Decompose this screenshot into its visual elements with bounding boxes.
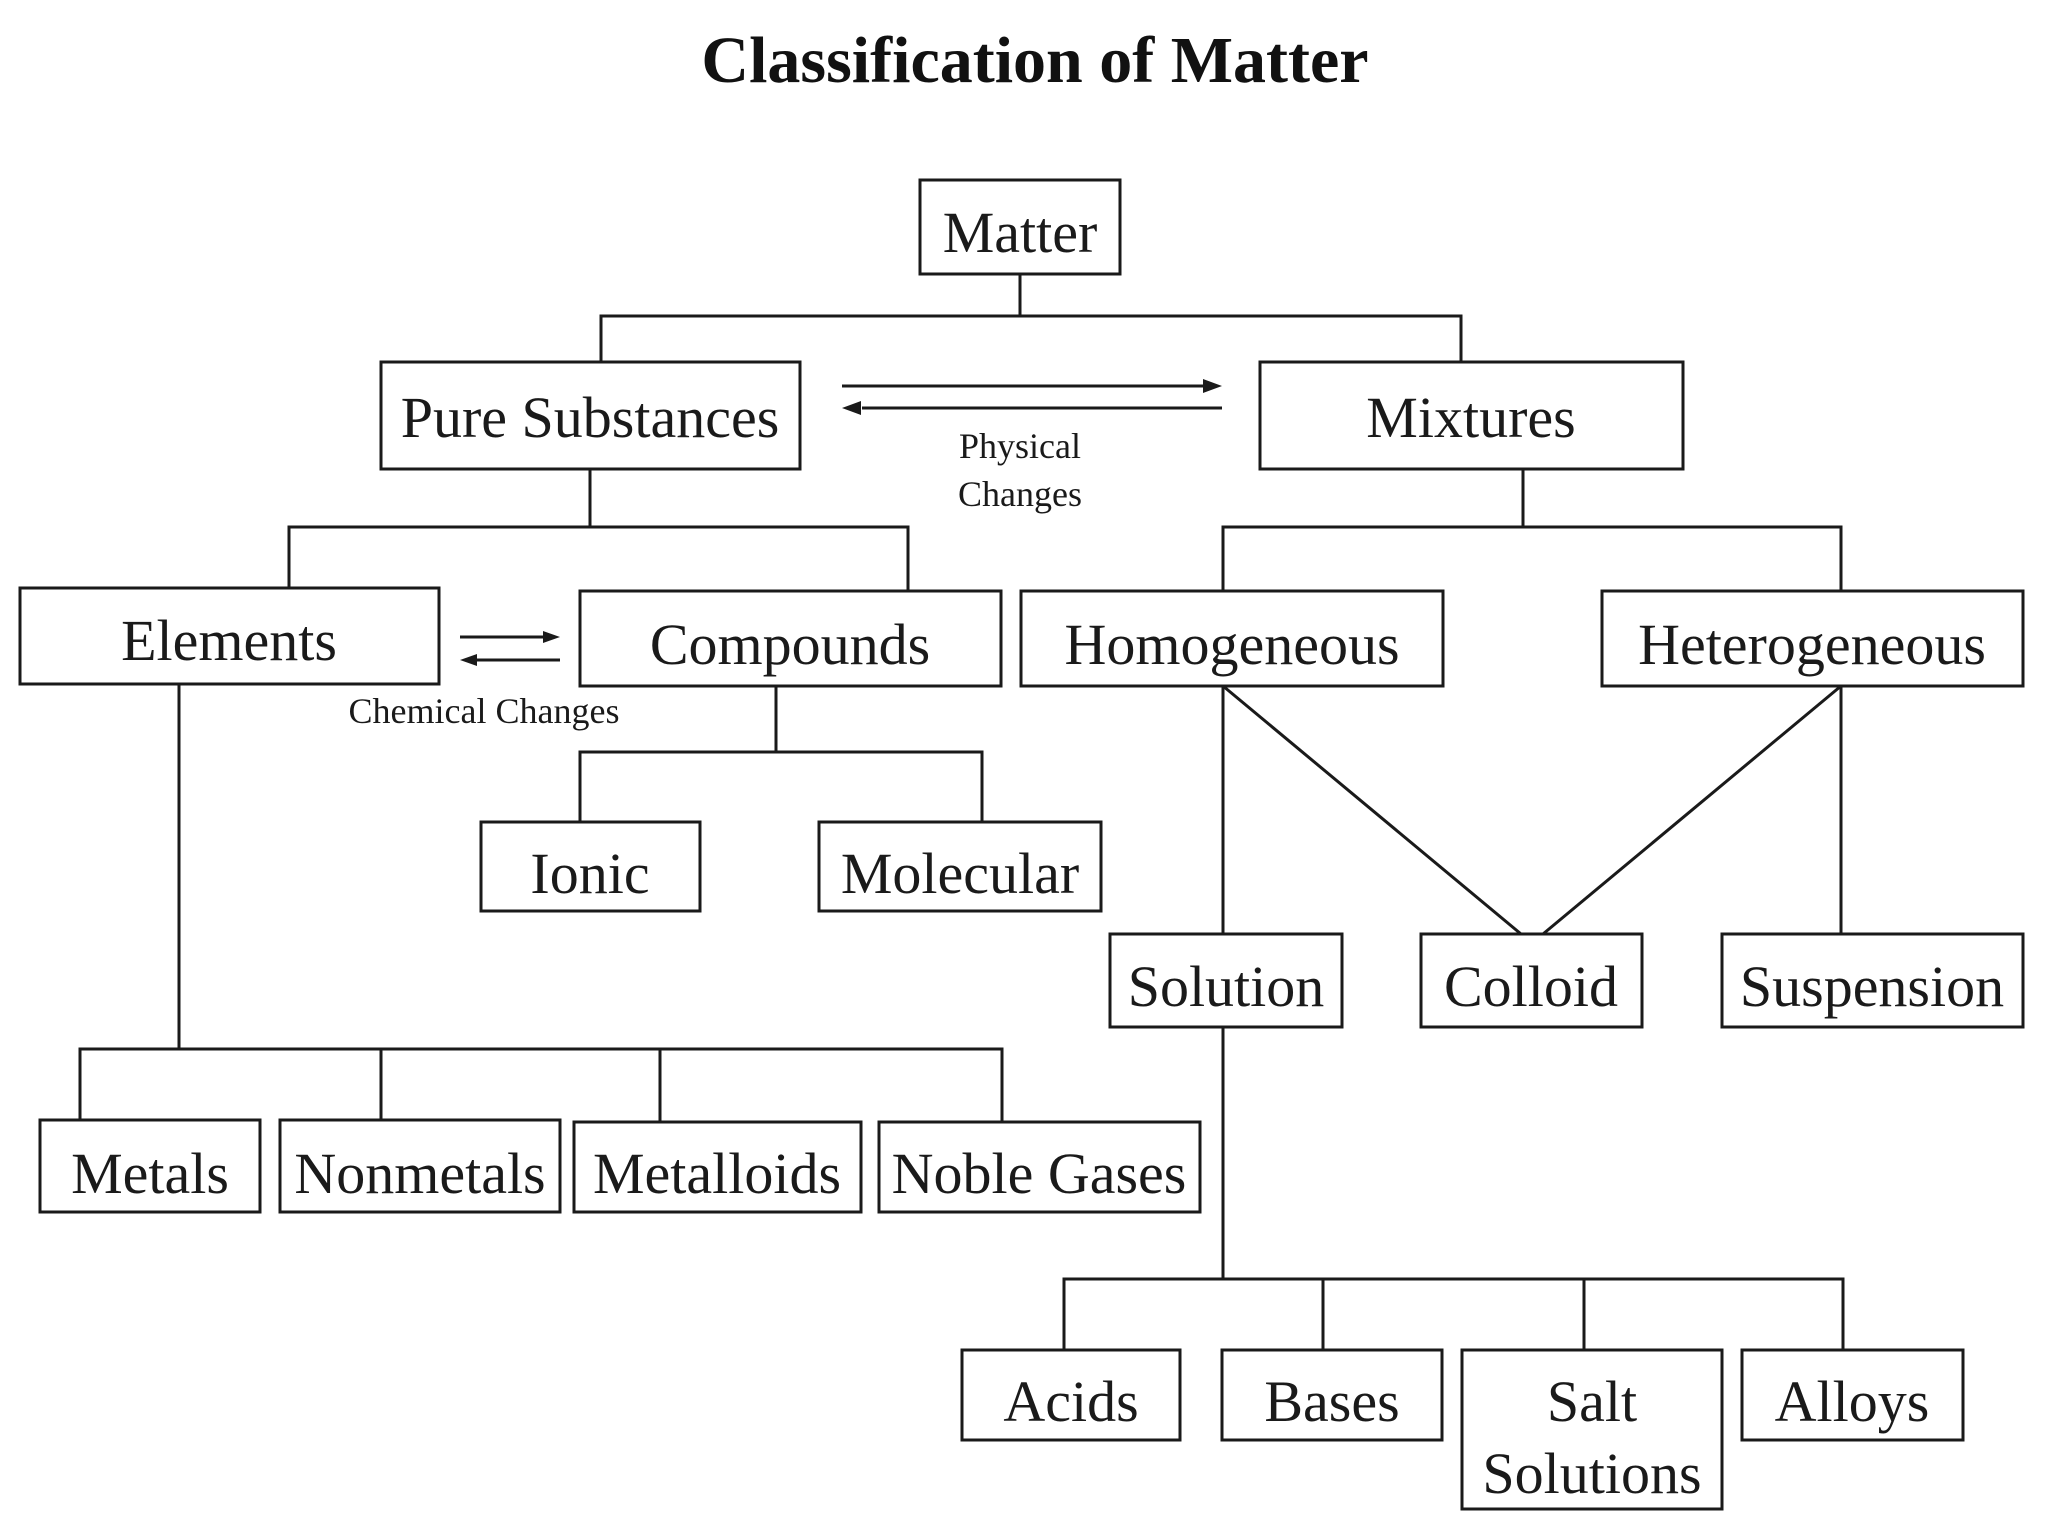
svg-text:Mixtures: Mixtures (1366, 385, 1575, 450)
svg-text:Solutions: Solutions (1482, 1441, 1701, 1506)
node-molecular: Molecular (817, 820, 1103, 913)
svg-text:Matter: Matter (943, 200, 1098, 265)
svg-text:Heterogeneous: Heterogeneous (1638, 612, 1986, 677)
node-matter: Matter (918, 178, 1122, 276)
node-elements: Elements (18, 586, 441, 686)
connector-lines (78, 274, 1845, 1350)
node-ionic: Ionic (479, 820, 702, 913)
physical-changes-arrows (842, 379, 1222, 415)
svg-text:Acids: Acids (1003, 1369, 1138, 1434)
connector-elements-children (78, 1047, 1004, 1122)
svg-text:Nonmetals: Nonmetals (294, 1141, 545, 1206)
svg-text:Noble Gases: Noble Gases (892, 1141, 1187, 1206)
node-heterogeneous: Heterogeneous (1600, 589, 2025, 688)
arrowhead-left (842, 401, 861, 415)
chem-arrowhead-right (543, 631, 560, 643)
svg-text:Metalloids: Metalloids (593, 1141, 841, 1206)
svg-text:Alloys: Alloys (1775, 1369, 1930, 1434)
node-compounds: Compounds (578, 589, 1003, 688)
connector-mixtures-children (1221, 525, 1843, 591)
connector-compounds-children (578, 750, 984, 822)
svg-text:Compounds: Compounds (650, 612, 930, 677)
svg-text:Homogeneous: Homogeneous (1064, 612, 1399, 677)
connector-homogeneous-colloid (1222, 684, 1522, 936)
svg-text:Molecular: Molecular (841, 841, 1079, 906)
node-nonmetals: Nonmetals (278, 1118, 562, 1214)
node-solution: Solution (1108, 932, 1344, 1029)
svg-text:Solution: Solution (1128, 954, 1325, 1019)
node-homogeneous: Homogeneous (1019, 589, 1445, 688)
connector-heterogeneous-colloid (1542, 684, 1842, 936)
connector-matter-children (599, 314, 1463, 362)
node-metals: Metals (38, 1118, 262, 1214)
node-suspension: Suspension (1720, 932, 2025, 1029)
svg-text:Bases: Bases (1264, 1369, 1399, 1434)
physical-changes-label-line1: Physical (959, 426, 1081, 466)
svg-text:Salt: Salt (1547, 1369, 1637, 1434)
node-noble-gases: Noble Gases (877, 1120, 1202, 1214)
node-metalloids: Metalloids (572, 1120, 863, 1214)
svg-text:Elements: Elements (121, 608, 337, 673)
node-mixtures: Mixtures (1258, 360, 1685, 471)
svg-text:Ionic: Ionic (530, 841, 649, 906)
svg-text:Colloid: Colloid (1444, 954, 1618, 1019)
arrowhead-right (1203, 379, 1222, 393)
svg-text:Suspension: Suspension (1740, 954, 2004, 1019)
chem-arrowhead-left (460, 654, 477, 666)
node-acids: Acids (960, 1348, 1182, 1442)
node-bases: Bases (1220, 1348, 1444, 1442)
connector-pure-children (287, 525, 910, 591)
diagram-title: Classification of Matter (701, 24, 1368, 97)
svg-text:Pure Substances: Pure Substances (401, 385, 780, 450)
node-alloys: Alloys (1740, 1348, 1965, 1442)
node-pure-substances: Pure Substances (379, 360, 802, 471)
node-salt-solutions: Salt Solutions (1460, 1348, 1724, 1511)
node-colloid: Colloid (1419, 932, 1644, 1029)
chemical-changes-label: Chemical Changes (349, 691, 620, 731)
chemical-changes-arrows (460, 631, 560, 666)
connector-solution-children (1062, 1277, 1845, 1350)
physical-changes-label-line2: Changes (958, 474, 1082, 514)
svg-text:Metals: Metals (71, 1141, 229, 1206)
